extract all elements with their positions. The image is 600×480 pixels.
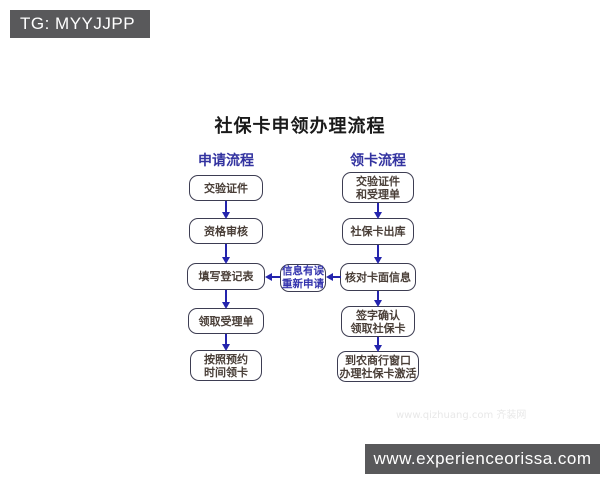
right-step-5-box: 到农商行窗口 办理社保卡激活 — [337, 351, 419, 382]
right-step-3-box: 核对卡面信息 — [340, 263, 416, 291]
arrow-down-icon — [222, 290, 230, 309]
site-banner-text: www.experienceorissa.com — [373, 449, 592, 468]
left-step-5-box: 按照预约 时间领卡 — [190, 350, 262, 381]
left-step-2-box: 资格审核 — [189, 218, 263, 244]
left-step-3-box: 填写登记表 — [187, 263, 265, 290]
right-step-4-box: 签字确认 领取社保卡 — [341, 306, 415, 337]
tg-banner-text: TG: MYYJJPP — [20, 14, 136, 33]
arrow-down-icon — [222, 334, 230, 351]
arrow-down-icon — [222, 201, 230, 219]
arrow-down-icon — [374, 203, 382, 219]
arrow-down-icon — [374, 245, 382, 264]
arrow-down-icon — [222, 244, 230, 264]
tg-watermark-banner: TG: MYYJJPP — [10, 10, 150, 38]
right-column-header: 领卡流程 — [350, 153, 406, 169]
arrow-down-icon — [374, 337, 382, 352]
arrow-down-icon — [374, 291, 382, 307]
site-url-banner: www.experienceorissa.com — [365, 444, 600, 474]
right-step-1-box: 交验证件 和受理单 — [342, 172, 414, 203]
arrow-left-icon — [265, 273, 280, 281]
left-step-1-box: 交验证件 — [189, 175, 263, 201]
left-step-4-box: 领取受理单 — [188, 308, 264, 334]
watermark-text: www.qizhuang.com 齐装网 — [396, 410, 527, 421]
right-step-2-box: 社保卡出库 — [342, 218, 414, 245]
arrow-left-icon — [326, 273, 341, 281]
feedback-box: 信息有误 重新申请 — [280, 264, 326, 292]
left-column-header: 申请流程 — [198, 153, 254, 169]
page-title: 社保卡申领办理流程 — [214, 116, 386, 137]
